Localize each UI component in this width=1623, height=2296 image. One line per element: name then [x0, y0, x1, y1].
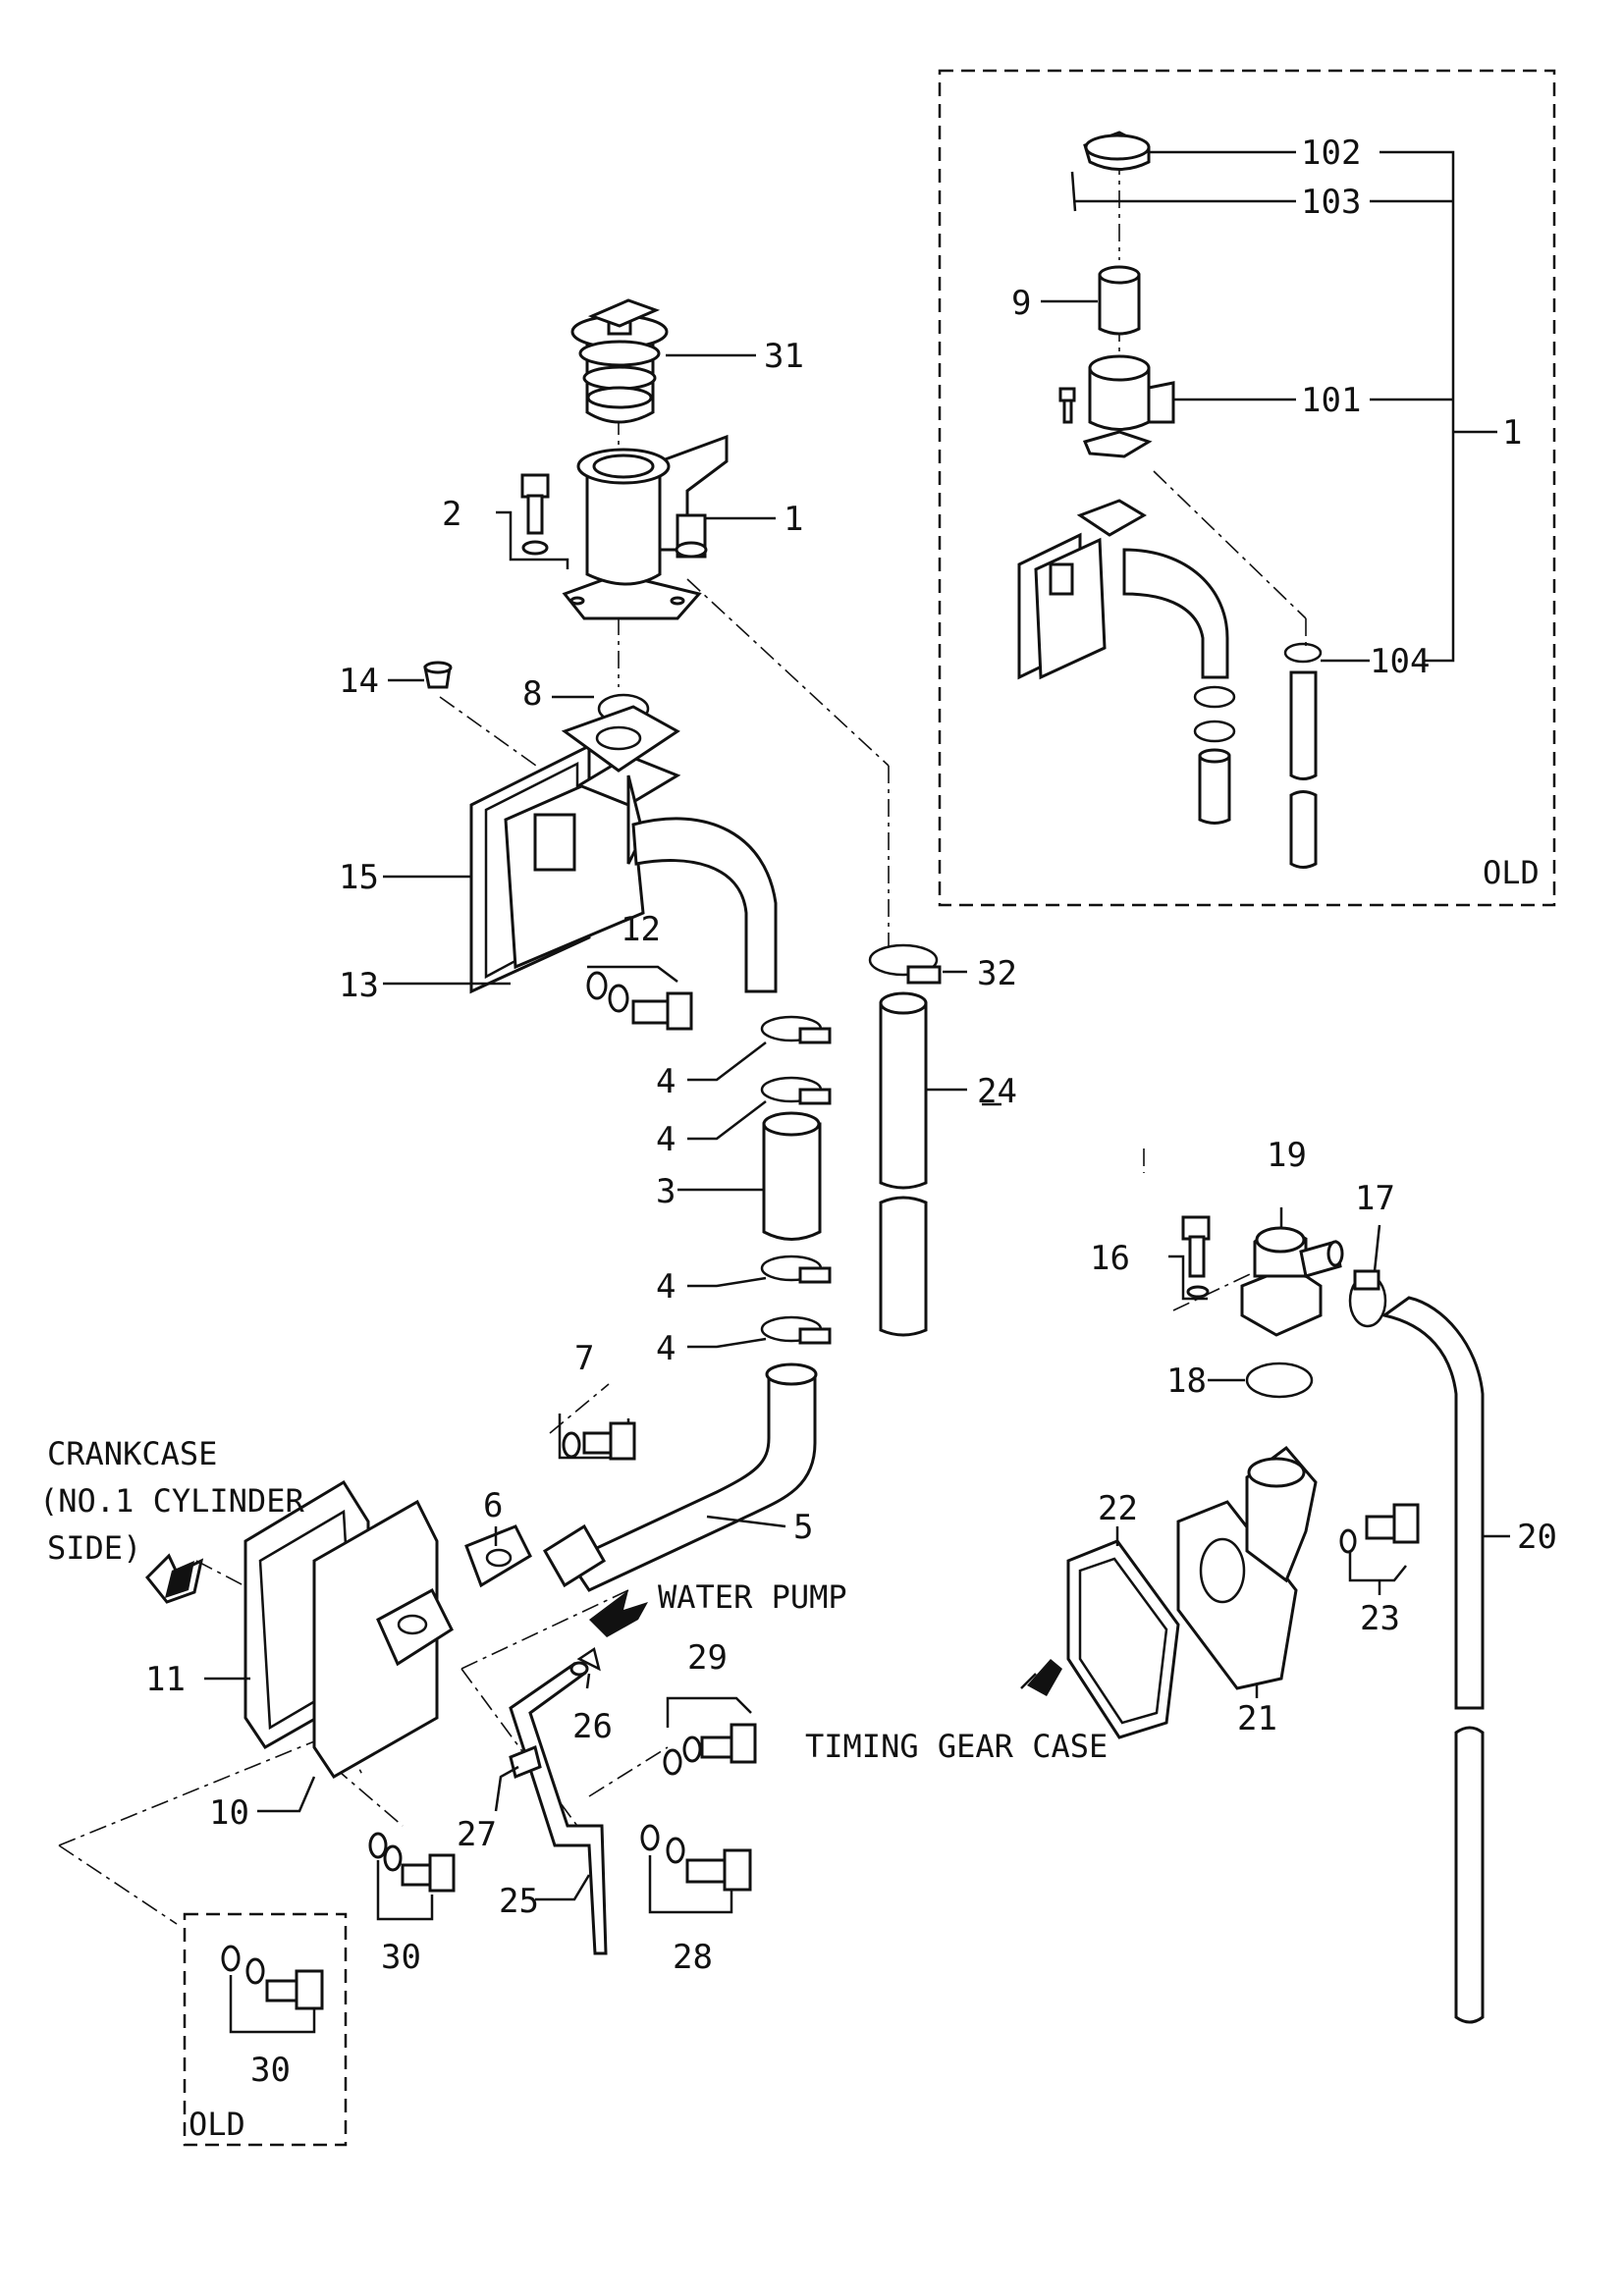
label-13: 13 — [339, 966, 379, 1005]
bolt-16 — [1168, 1215, 1211, 1301]
label-12: 12 — [621, 910, 661, 949]
label-18: 18 — [1166, 1362, 1207, 1401]
o-ring-18 — [1245, 1362, 1314, 1399]
note-crankcase-3: SIDE) — [47, 1529, 141, 1567]
bolt-set-12 — [586, 965, 693, 1031]
label-27: 27 — [457, 1815, 497, 1854]
label-4c: 4 — [656, 1267, 676, 1307]
label-20: 20 — [1517, 1518, 1557, 1557]
bolt-set-23 — [1339, 1503, 1420, 1582]
water-outlet-1 — [562, 434, 729, 620]
label-16: 16 — [1090, 1239, 1130, 1278]
note-water-pump: WATER PUMP — [658, 1578, 847, 1616]
old-hose — [1289, 670, 1318, 869]
label-1-old: 1 — [1502, 413, 1522, 453]
arrow-crankcase — [144, 1553, 204, 1604]
label-30: 30 — [381, 1938, 421, 1977]
label-25: 25 — [499, 1882, 539, 1921]
valve-9 — [1098, 265, 1141, 336]
label-23: 23 — [1360, 1599, 1400, 1638]
label-11: 11 — [145, 1660, 186, 1699]
arrow-timing-gear-case — [1020, 1659, 1062, 1696]
label-104: 104 — [1370, 642, 1430, 681]
label-22: 22 — [1098, 1489, 1138, 1528]
cover-plate-10 — [312, 1499, 454, 1779]
label-29: 29 — [687, 1638, 728, 1678]
bolt-set-28 — [640, 1824, 752, 1914]
label-14: 14 — [339, 662, 379, 701]
label-2: 2 — [442, 495, 461, 534]
bolt-set-30 — [368, 1832, 456, 1921]
label-26: 26 — [572, 1707, 613, 1746]
note-timing-gear-case: TIMING GEAR CASE — [805, 1728, 1108, 1765]
water-flange-19 — [1240, 1226, 1344, 1337]
hose-clamp-17 — [1348, 1269, 1387, 1328]
part-labels: 31 1 2 14 8 15 12 13 32 4 24 4 3 4 4 7 5… — [145, 133, 1557, 2090]
label-9: 9 — [1011, 284, 1031, 323]
hose-clamp-4b — [760, 1076, 832, 1105]
gasket-6 — [464, 1524, 532, 1588]
plug-14 — [423, 661, 453, 689]
label-1: 1 — [784, 500, 803, 539]
label-6: 6 — [483, 1486, 503, 1525]
old-label-bottom: OLD — [189, 2106, 245, 2143]
label-31: 31 — [764, 337, 804, 376]
hose-clamp-4d — [760, 1315, 832, 1345]
label-101: 101 — [1301, 381, 1361, 420]
label-4a: 4 — [656, 1062, 676, 1101]
label-32: 32 — [977, 954, 1017, 993]
leader-lines — [204, 150, 1510, 1901]
bypass-hose-24 — [879, 991, 928, 1337]
note-crankcase-1: CRANKCASE — [47, 1435, 217, 1472]
old-clamp-104 — [1283, 642, 1323, 664]
label-3: 3 — [656, 1172, 676, 1211]
label-19: 19 — [1267, 1136, 1307, 1175]
hose-clamp-4c — [760, 1255, 832, 1284]
bolt-small-old — [1058, 387, 1076, 424]
label-4b: 4 — [656, 1120, 676, 1159]
label-15: 15 — [339, 858, 379, 897]
label-10: 10 — [209, 1793, 249, 1833]
label-8: 8 — [522, 674, 542, 714]
old-label-top: OLD — [1483, 854, 1540, 891]
label-28: 28 — [673, 1938, 713, 1977]
hose-clamp-4a — [760, 1015, 832, 1044]
cap-102 — [1083, 131, 1151, 171]
bolt-2 — [496, 473, 569, 569]
hose-3 — [762, 1111, 822, 1241]
water-flange-21 — [1176, 1445, 1318, 1690]
hose-clamp-32 — [868, 943, 942, 985]
notes: CRANKCASE (NO.1 CYLINDER SIDE) WATER PUM… — [39, 1435, 1108, 1765]
chain-103 — [1070, 171, 1077, 212]
label-17: 17 — [1355, 1179, 1395, 1218]
note-crankcase-2: (NO.1 CYLINDER — [39, 1482, 304, 1520]
old-clamps — [1193, 685, 1236, 825]
bolt-set-29 — [663, 1696, 757, 1776]
label-7: 7 — [574, 1339, 594, 1378]
arrow-water-pump — [589, 1590, 648, 1637]
label-21: 21 — [1237, 1699, 1277, 1738]
old-version-box-top — [938, 69, 1556, 907]
label-4d: 4 — [656, 1329, 676, 1368]
flange-plate — [561, 705, 680, 773]
label-102: 102 — [1301, 133, 1361, 173]
outlet-101 — [1082, 354, 1175, 458]
drain-pipe-25 — [509, 1661, 608, 1955]
label-103: 103 — [1301, 183, 1361, 222]
label-30-old: 30 — [250, 2051, 291, 2090]
gasket-22 — [1066, 1539, 1180, 1739]
bolt-set-7 — [558, 1414, 636, 1461]
water-pipe-flange-13 — [504, 754, 778, 993]
clip-26 — [576, 1646, 601, 1672]
water-pipe-5 — [542, 1362, 818, 1592]
radiator-cap-31 — [570, 298, 669, 424]
label-24: 24 — [977, 1072, 1017, 1111]
bolt-set-30-old — [221, 1945, 324, 2034]
old-plate-assembly — [1017, 499, 1229, 680]
hose-20 — [1380, 1296, 1485, 2024]
label-5: 5 — [793, 1508, 813, 1547]
